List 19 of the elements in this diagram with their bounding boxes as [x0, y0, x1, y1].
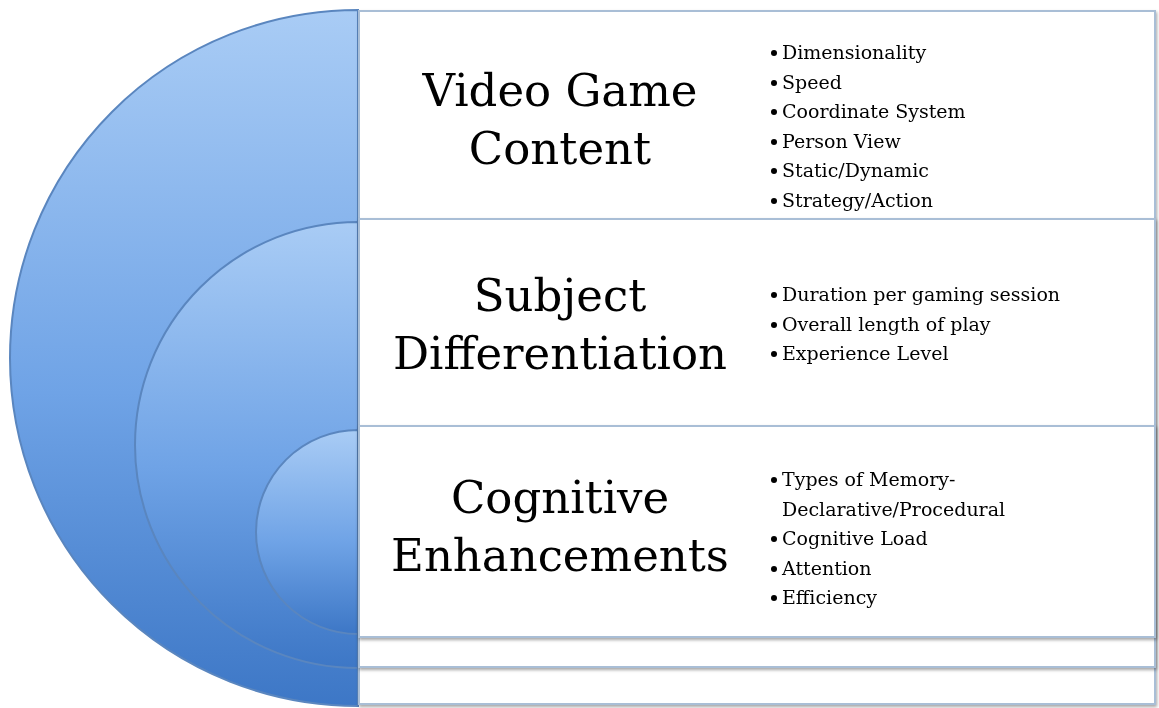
- bullet-text: Cognitive Load: [782, 526, 929, 551]
- bullet-text: Strategy/Action: [782, 187, 934, 213]
- bullet-text: Overall length of play: [782, 311, 992, 337]
- bullet-text: Dimensionality: [782, 40, 928, 65]
- bullet-text: Duration per gaming session: [782, 282, 1062, 307]
- band-title: Video Game Content: [421, 63, 699, 177]
- bullet-text: Person View: [782, 128, 902, 154]
- bullet-text: Speed: [782, 69, 843, 95]
- bullet-text: Coordinate System: [782, 99, 967, 124]
- bullet-text: Static/Dynamic: [782, 158, 930, 183]
- band-title: Cognitive Enhancements: [390, 470, 730, 584]
- bullet-text: Types of Memory- Declarative/Procedural: [782, 467, 1007, 522]
- bullet-text: Experience Level: [782, 341, 950, 366]
- bullet-text: Efficiency: [782, 585, 879, 610]
- content-band: [358, 10, 1156, 705]
- content-band: [358, 218, 1156, 668]
- band-title: Subject Differentiation: [391, 268, 729, 382]
- content-band: [358, 425, 1156, 638]
- bullet-text: Attention: [782, 555, 873, 581]
